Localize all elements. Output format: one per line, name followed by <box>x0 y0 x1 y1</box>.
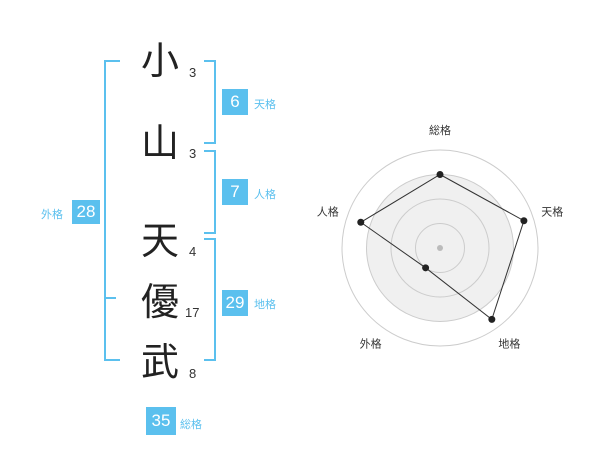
chikaku-label: 地格 <box>254 298 276 311</box>
name-char-5: 武 <box>141 340 180 384</box>
stroke-count-4: 17 <box>185 305 200 320</box>
name-char-2: 山 <box>141 121 180 165</box>
radar-points <box>357 171 528 323</box>
radar-rings <box>341 149 539 347</box>
radar-polygon <box>359 173 525 321</box>
radar-point <box>436 171 444 178</box>
radar-point <box>422 264 430 272</box>
radar-point <box>357 218 365 226</box>
stroke-count-2: 3 <box>189 146 197 161</box>
tenkaku-badge: 6 <box>222 89 248 115</box>
stroke-count-3: 4 <box>189 244 197 259</box>
gaikaku-badge: 28 <box>72 200 100 224</box>
tenkaku-label: 天格 <box>254 98 276 111</box>
name-char-3: 天 <box>141 219 180 263</box>
chikaku-bracket <box>204 238 216 361</box>
tenkaku-bracket <box>204 60 216 144</box>
radar-axis-label: 天格 <box>541 205 563 219</box>
gaikaku-bracket <box>104 60 120 361</box>
radar-ring <box>415 223 465 273</box>
radar-ring <box>390 198 490 298</box>
radar-center <box>437 245 443 251</box>
radar-axis-label: 外格 <box>360 336 382 350</box>
radar-axis-label: 人格 <box>317 205 339 219</box>
name-char-4: 優 <box>141 280 180 324</box>
radar-axis-label: 地格 <box>498 336 520 350</box>
soukaku-label: 総格 <box>180 418 202 431</box>
radar-ring <box>341 149 539 347</box>
stroke-count-1: 3 <box>189 65 197 80</box>
gaikaku-bracket-divider <box>104 297 116 299</box>
jinkaku-bracket <box>204 150 216 234</box>
name-char-1: 小 <box>141 39 180 83</box>
soukaku-badge: 35 <box>146 407 176 435</box>
radar-axis-label: 総格 <box>429 123 451 137</box>
jinkaku-badge: 7 <box>222 179 248 205</box>
chikaku-badge: 29 <box>222 290 248 316</box>
stroke-count-5: 8 <box>189 366 197 381</box>
radar-point <box>520 217 528 225</box>
gaikaku-label: 外格 <box>41 208 63 221</box>
jinkaku-label: 人格 <box>254 188 276 201</box>
radar-point <box>488 315 496 323</box>
